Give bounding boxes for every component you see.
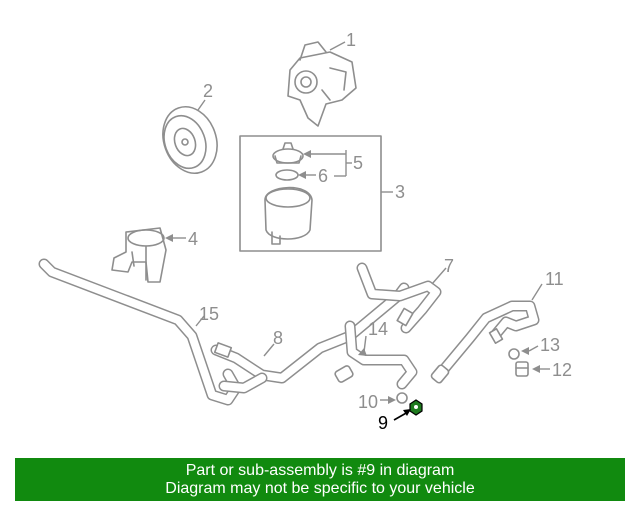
part-8-pressure-hose[interactable]: [210, 282, 410, 394]
part-13-washer[interactable]: [508, 348, 520, 360]
callout-6: 6: [318, 166, 328, 186]
callout-15: 15: [199, 304, 219, 324]
parts-diagram: 1 2 3 5 6 4: [38, 30, 572, 433]
part-6-o-ring[interactable]: [275, 169, 299, 181]
callout-13: 13: [540, 335, 560, 355]
banner-line-2: Diagram may not be specific to your vehi…: [165, 479, 475, 497]
callout-12: 12: [552, 360, 572, 380]
callout-5: 5: [353, 153, 363, 173]
callout-1: 1: [346, 30, 356, 50]
callout-9: 9: [378, 413, 388, 433]
part-10-washer[interactable]: [396, 392, 408, 404]
part-15-cooler-line[interactable]: [38, 258, 242, 406]
callout-10: 10: [358, 392, 378, 412]
part-2-pulley[interactable]: [154, 99, 226, 181]
callout-8: 8: [273, 328, 283, 348]
callout-2: 2: [203, 81, 213, 101]
part-1-pump[interactable]: [287, 41, 357, 127]
reservoir[interactable]: [264, 186, 313, 245]
callout-3: 3: [395, 182, 405, 202]
reservoir-assembly-box: [239, 135, 382, 252]
part-4-bracket[interactable]: [111, 227, 167, 283]
callout-7: 7: [444, 256, 454, 276]
callout-14: 14: [368, 319, 388, 339]
info-banner: Part or sub-assembly is #9 in diagram Di…: [15, 458, 625, 501]
part-14-hose[interactable]: [334, 320, 418, 390]
callout-11: 11: [545, 269, 564, 289]
part-7-return-hose[interactable]: [356, 262, 442, 334]
callout-4: 4: [188, 229, 198, 249]
part-5-cap[interactable]: [272, 142, 304, 164]
banner-line-1: Part or sub-assembly is #9 in diagram: [185, 461, 455, 479]
part-9-bolt[interactable]: [409, 399, 423, 416]
part-12-fitting[interactable]: [515, 361, 529, 377]
part-11-return-pipe[interactable]: [430, 300, 540, 384]
